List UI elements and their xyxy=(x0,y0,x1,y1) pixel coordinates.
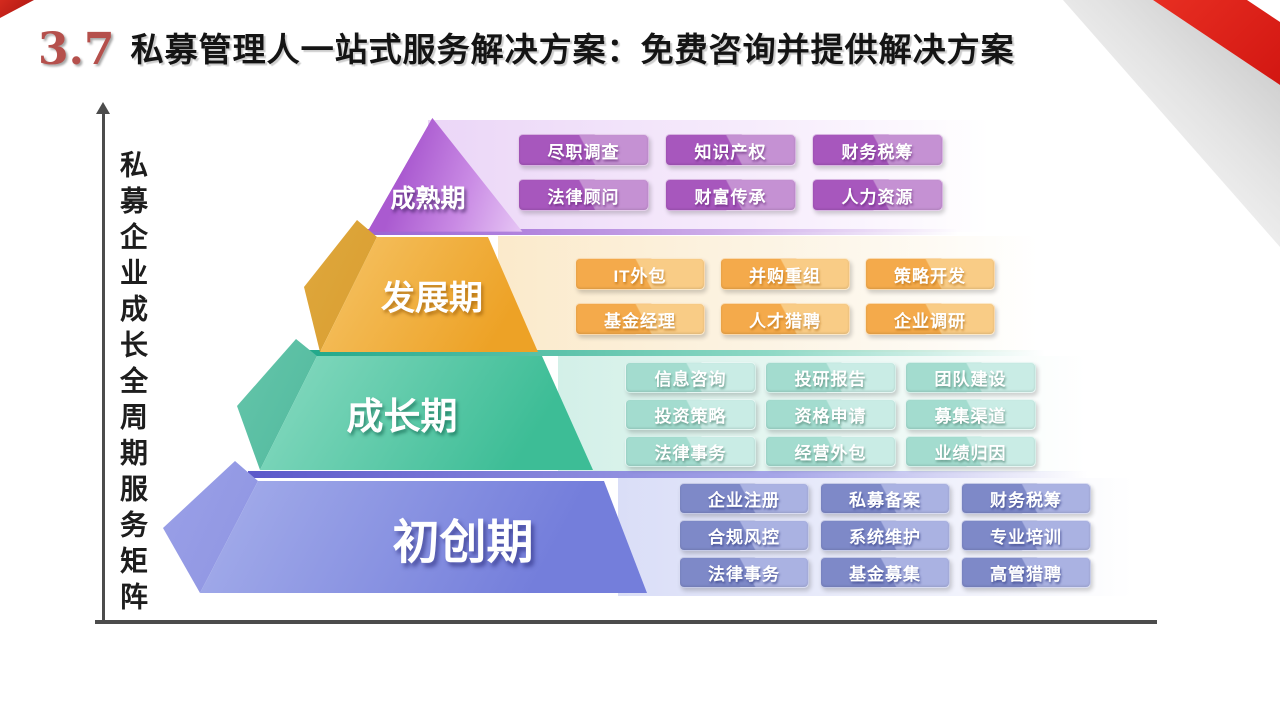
service-tag: 业绩归因 xyxy=(905,436,1036,467)
tag-grid-mature: 尽职调查 知识产权 财务税筹 法律顾问 财富传承 人力资源 xyxy=(518,134,943,211)
service-tag: 财务税筹 xyxy=(812,134,943,166)
corner-ribbon xyxy=(1050,0,1280,250)
service-tag: 人才猎聘 xyxy=(720,303,850,335)
pyramid-front-face xyxy=(367,118,523,232)
y-axis-label: 私募企业成长全周期服务矩阵 xyxy=(117,150,148,618)
service-tag: 企业注册 xyxy=(679,483,809,514)
service-tag: 信息咨询 xyxy=(625,362,756,393)
service-tag: 基金募集 xyxy=(820,557,950,588)
service-tag: 并购重组 xyxy=(720,258,850,290)
ribbon-red-stripe xyxy=(1153,0,1280,85)
level-label: 发展期 xyxy=(381,279,483,318)
service-tag: 合规风控 xyxy=(679,520,809,551)
service-tag: 系统维护 xyxy=(820,520,950,551)
service-tag: 法律事务 xyxy=(679,557,809,588)
service-tag: 团队建设 xyxy=(905,362,1036,393)
service-tag: 基金经理 xyxy=(575,303,705,335)
level-label: 成熟期 xyxy=(390,185,466,213)
service-tag: 私募备案 xyxy=(820,483,950,514)
service-tag: 高管猎聘 xyxy=(961,557,1091,588)
shelf-strip-purple xyxy=(362,229,990,235)
service-tag: 法律顾问 xyxy=(518,179,649,211)
tag-grid-growth: 信息咨询 投研报告 团队建设 投资策略 资格申请 募集渠道 法律事务 经营外包 … xyxy=(625,362,1036,467)
service-tag: 专业培训 xyxy=(961,520,1091,551)
x-axis-line xyxy=(95,620,1157,624)
tag-grid-develop: IT外包 并购重组 策略开发 基金经理 人才猎聘 企业调研 xyxy=(575,258,995,335)
pyramid-level-growth: 成长期 xyxy=(230,338,600,474)
pyramid-front-face xyxy=(260,356,593,470)
corner-red-triangle xyxy=(0,0,34,18)
service-tag: 财务税筹 xyxy=(961,483,1091,514)
service-tag: 尽职调查 xyxy=(518,134,649,166)
y-axis-line xyxy=(102,113,105,621)
service-tag: 资格申请 xyxy=(765,399,896,430)
service-tag: 经营外包 xyxy=(765,436,896,467)
pyramid-front-face xyxy=(200,481,647,593)
service-tag: 投研报告 xyxy=(765,362,896,393)
ribbon-gray-shadow xyxy=(1063,0,1280,247)
pyramid-level-startup: 初创期 xyxy=(155,458,655,598)
service-tag: 投资策略 xyxy=(625,399,756,430)
service-tag: 财富传承 xyxy=(665,179,796,211)
service-tag: 募集渠道 xyxy=(905,399,1036,430)
title-row: 3.7 私募管理人一站式服务解决方案：免费咨询并提供解决方案 xyxy=(38,24,1015,76)
page-title: 私募管理人一站式服务解决方案：免费咨询并提供解决方案 xyxy=(130,31,1015,68)
pyramid-level-mature: 成熟期 xyxy=(355,118,535,234)
service-tag: IT外包 xyxy=(575,258,705,290)
level-label: 成长期 xyxy=(346,396,458,437)
service-tag: 企业调研 xyxy=(865,303,995,335)
shelf-strip-teal xyxy=(306,350,1084,356)
service-tag: 知识产权 xyxy=(665,134,796,166)
y-axis-arrow-icon xyxy=(96,102,110,114)
section-number: 3.7 xyxy=(38,24,115,75)
shelf-strip-indigo xyxy=(248,471,1132,478)
level-label: 初创期 xyxy=(392,515,534,569)
service-tag: 策略开发 xyxy=(865,258,995,290)
pyramid-level-develop: 发展期 xyxy=(296,218,546,354)
tag-grid-startup: 企业注册 私募备案 财务税筹 合规风控 系统维护 专业培训 法律事务 基金募集 … xyxy=(679,483,1091,588)
service-tag: 人力资源 xyxy=(812,179,943,211)
service-tag: 法律事务 xyxy=(625,436,756,467)
